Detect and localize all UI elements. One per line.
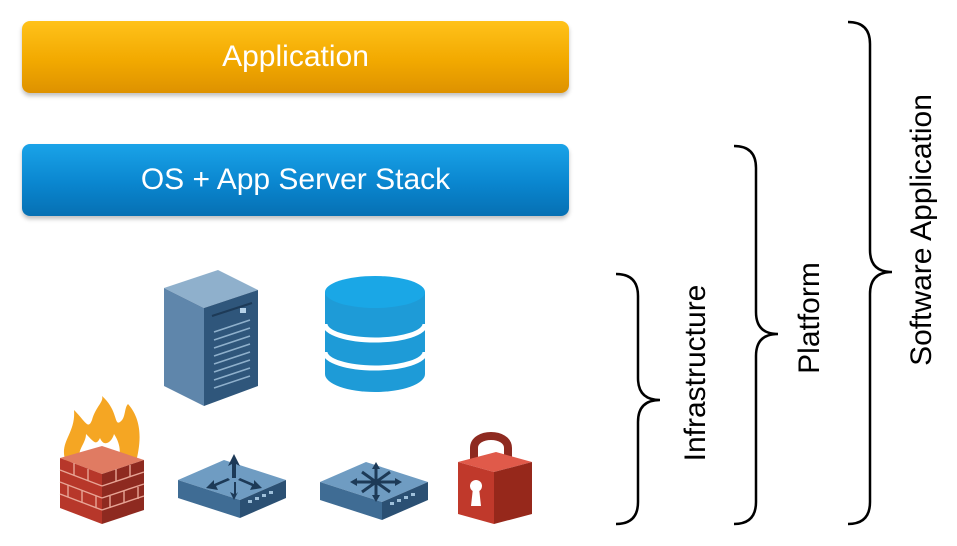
switch-icon (320, 462, 428, 520)
infrastructure-brace (615, 272, 661, 526)
platform-label: Platform (793, 262, 826, 374)
database-icon (322, 276, 428, 392)
platform-brace (733, 144, 779, 526)
infrastructure-label: Infrastructure (679, 284, 712, 462)
firewall-icon (59, 396, 145, 524)
application-layer-label: Application (222, 40, 369, 73)
lock-icon (458, 432, 532, 524)
software-application-label: Software Application (905, 94, 938, 366)
os-app-server-stack-bar: OS + App Server Stack (22, 144, 569, 216)
server-icon (164, 270, 258, 406)
software-application-brace (847, 20, 893, 526)
os-app-server-stack-label: OS + App Server Stack (140, 163, 451, 196)
router-icon (178, 454, 286, 518)
application-layer-bar: Application (22, 21, 569, 93)
